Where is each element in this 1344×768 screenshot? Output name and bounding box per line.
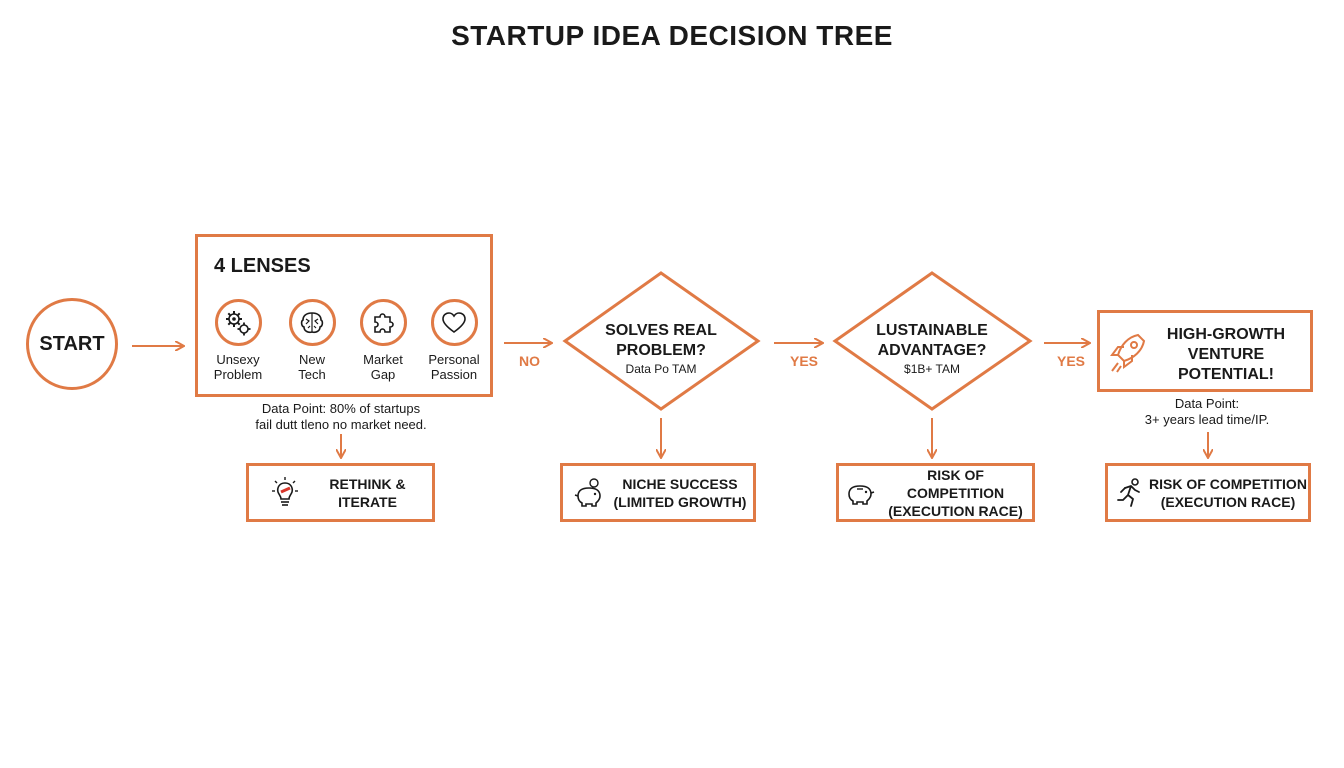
outcome-rethink-iterate: RETHINK &ITERATE [246, 463, 435, 522]
rocket-icon [1108, 331, 1148, 380]
high-growth-box: HIGH-GROWTH VENTURE POTENTIAL! [1097, 310, 1313, 392]
start-node: START [26, 298, 118, 390]
outcome-label: RISK OF COMPETITION(EXECUTION RACE) [888, 466, 1023, 519]
lenses-title: 4 LENSES [214, 255, 311, 277]
runner-icon [1112, 476, 1148, 510]
heart-icon [430, 299, 478, 346]
edge-label-yes: YES [1057, 353, 1086, 369]
decision2-subtext: $1B+ TAM [904, 362, 960, 376]
page-title: STARTUP IDEA DECISION TREE [451, 20, 893, 51]
piggy-bank-icon [843, 476, 879, 510]
outcome-label: NICHE SUCCESS(LIMITED GROWTH) [613, 475, 747, 510]
decision1-subtext: Data Po TAM [625, 362, 697, 376]
edge-label-yes: YES [790, 353, 819, 369]
lightbulb-icon [267, 475, 303, 511]
lenses-data-point-note: Data Point: 80% of startups fail dutt tl… [255, 401, 427, 432]
puzzle-icon [359, 299, 407, 346]
outcome-risk-competition: RISK OF COMPETITION(EXECUTION RACE) [836, 463, 1035, 522]
piggy-bank-icon [571, 476, 607, 510]
outcome-label: RISK OF COMPETITION(EXECUTION RACE) [1149, 475, 1307, 510]
high-growth-data-point-note: Data Point: 3+ years lead time/IP. [1144, 396, 1270, 427]
high-growth-label: HIGH-GROWTH VENTURE POTENTIAL! [1166, 326, 1286, 383]
decision1-diamond [562, 271, 761, 411]
decision2-diamond [832, 271, 1033, 411]
edge-label-no: NO [519, 353, 540, 369]
outcome-label: RETHINK &ITERATE [329, 475, 406, 510]
outcome-risk-competition: RISK OF COMPETITION(EXECUTION RACE) [1105, 463, 1311, 522]
start-label: START [39, 332, 105, 355]
outcome-niche-success: NICHE SUCCESS(LIMITED GROWTH) [560, 463, 756, 522]
gears-icon [214, 299, 262, 346]
brain-icon [288, 299, 336, 346]
